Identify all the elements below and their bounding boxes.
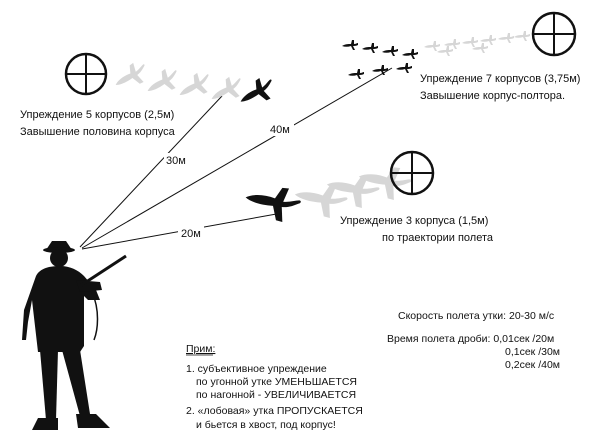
notes-item-1: 1. субъективное упреждение [186, 363, 327, 375]
crosshair-scope-icon [389, 150, 435, 196]
target-three-line1: Упреждение 3 корпуса (1,5м) [340, 215, 488, 227]
duck-flock-icon [342, 40, 418, 79]
shot-time-line2: 0,1сек /30м [505, 346, 560, 358]
ghost-duck-trail-icon [110, 58, 247, 108]
target-five-line2: Завышение половина корпуса [20, 126, 176, 138]
ghost-flock-icon [424, 31, 530, 56]
notes-item-2: по угонной утке УМЕНЬШАЕТСЯ [196, 376, 357, 388]
ghost-duck-trail-icon [291, 158, 414, 222]
rifle-icon [79, 254, 127, 288]
trajectory-line-40m [81, 67, 393, 249]
notes-item-3: по нагонной - УВЕЛИЧИВАЕТСЯ [196, 389, 356, 401]
notes-title: Прим: [186, 343, 215, 355]
shot-time-line3: 0,2сек /40м [505, 359, 560, 371]
target-five-line1: Упреждение 5 корпусов (2,5м) [20, 109, 174, 121]
target-seven-line1: Упреждение 7 корпусов (3,75м) [420, 73, 580, 85]
notes-item-5: и бьется в хвост, под корпус! [196, 419, 336, 431]
hunter-silhouette-icon [22, 241, 110, 430]
notes-item-4: 2. «лобовая» утка ПРОПУСКАЕТСЯ [186, 405, 363, 417]
crosshair-scope-icon [531, 11, 577, 57]
duck-silhouette-icon [234, 73, 279, 111]
trajectory-line-30m [79, 95, 223, 248]
distance-label-20m: 20м [181, 228, 201, 240]
shot-time-line1: Время полета дроби: 0,01сек /20м [387, 333, 554, 345]
target-seven-line2: Завышение корпус-полтора. [420, 90, 565, 102]
crosshair-scope-icon [64, 52, 108, 96]
distance-label-30m: 30м [166, 155, 186, 167]
distance-label-40m: 40м [270, 124, 290, 136]
target-three-line2: по траектории полета [382, 232, 494, 244]
speed-text: Скорость полета утки: 20-30 м/с [398, 310, 554, 322]
